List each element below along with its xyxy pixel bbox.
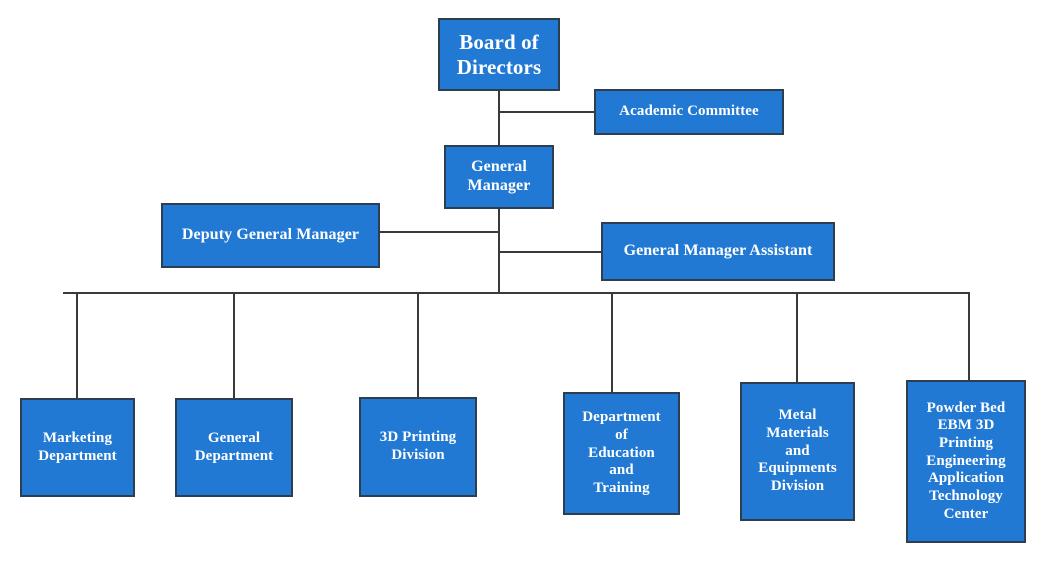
connector-board-to-academic [498,111,594,113]
node-academic-committee-label: Academic Committee [619,103,759,120]
node-general-manager-assistant-label: General Manager Assistant [623,242,813,260]
node-3d-printing-division-label: 3D Printing Division [379,429,457,463]
node-metal-materials-and-equipments-division[interactable]: Metal Materials and Equipments Division [740,382,855,521]
node-metal-materials-and-equipments-division-label: Metal Materials and Equipments Division [758,407,837,495]
connector-drop-general-department [233,292,235,399]
node-deputy-general-manager[interactable]: Deputy General Manager [161,203,380,268]
node-academic-committee[interactable]: Academic Committee [594,89,784,135]
node-general-department[interactable]: General Department [175,398,293,497]
connector-board-to-gm [498,90,500,145]
connector-department-trunk [63,292,970,294]
node-board-of-directors[interactable]: Board of Directors [438,18,560,91]
connector-drop-education [611,292,613,393]
node-3d-printing-division[interactable]: 3D Printing Division [359,397,477,497]
node-powder-bed-ebm-3d-printing-center-label: Powder Bed EBM 3D Printing Engineering A… [926,399,1006,522]
node-department-of-education-and-training[interactable]: Department of Education and Training [563,392,680,515]
node-powder-bed-ebm-3d-printing-center[interactable]: Powder Bed EBM 3D Printing Engineering A… [906,380,1026,543]
connector-drop-marketing [76,292,78,399]
connector-drop-metal-materials [796,292,798,383]
node-marketing-department-label: Marketing Department [38,429,117,464]
connector-gm-to-assistant [498,251,602,253]
connector-gm-to-deputy [380,231,500,233]
node-board-of-directors-label: Board of Directors [456,29,542,79]
node-general-manager[interactable]: General Manager [444,145,554,209]
node-marketing-department[interactable]: Marketing Department [20,398,135,497]
node-general-manager-label: General Manager [467,158,531,194]
node-general-department-label: General Department [194,429,274,464]
connector-drop-powder-bed [968,292,970,381]
node-general-manager-assistant[interactable]: General Manager Assistant [601,222,835,281]
node-department-of-education-and-training-label: Department of Education and Training [582,409,661,497]
connector-drop-3d-printing [417,292,419,398]
node-deputy-general-manager-label: Deputy General Manager [181,226,360,244]
